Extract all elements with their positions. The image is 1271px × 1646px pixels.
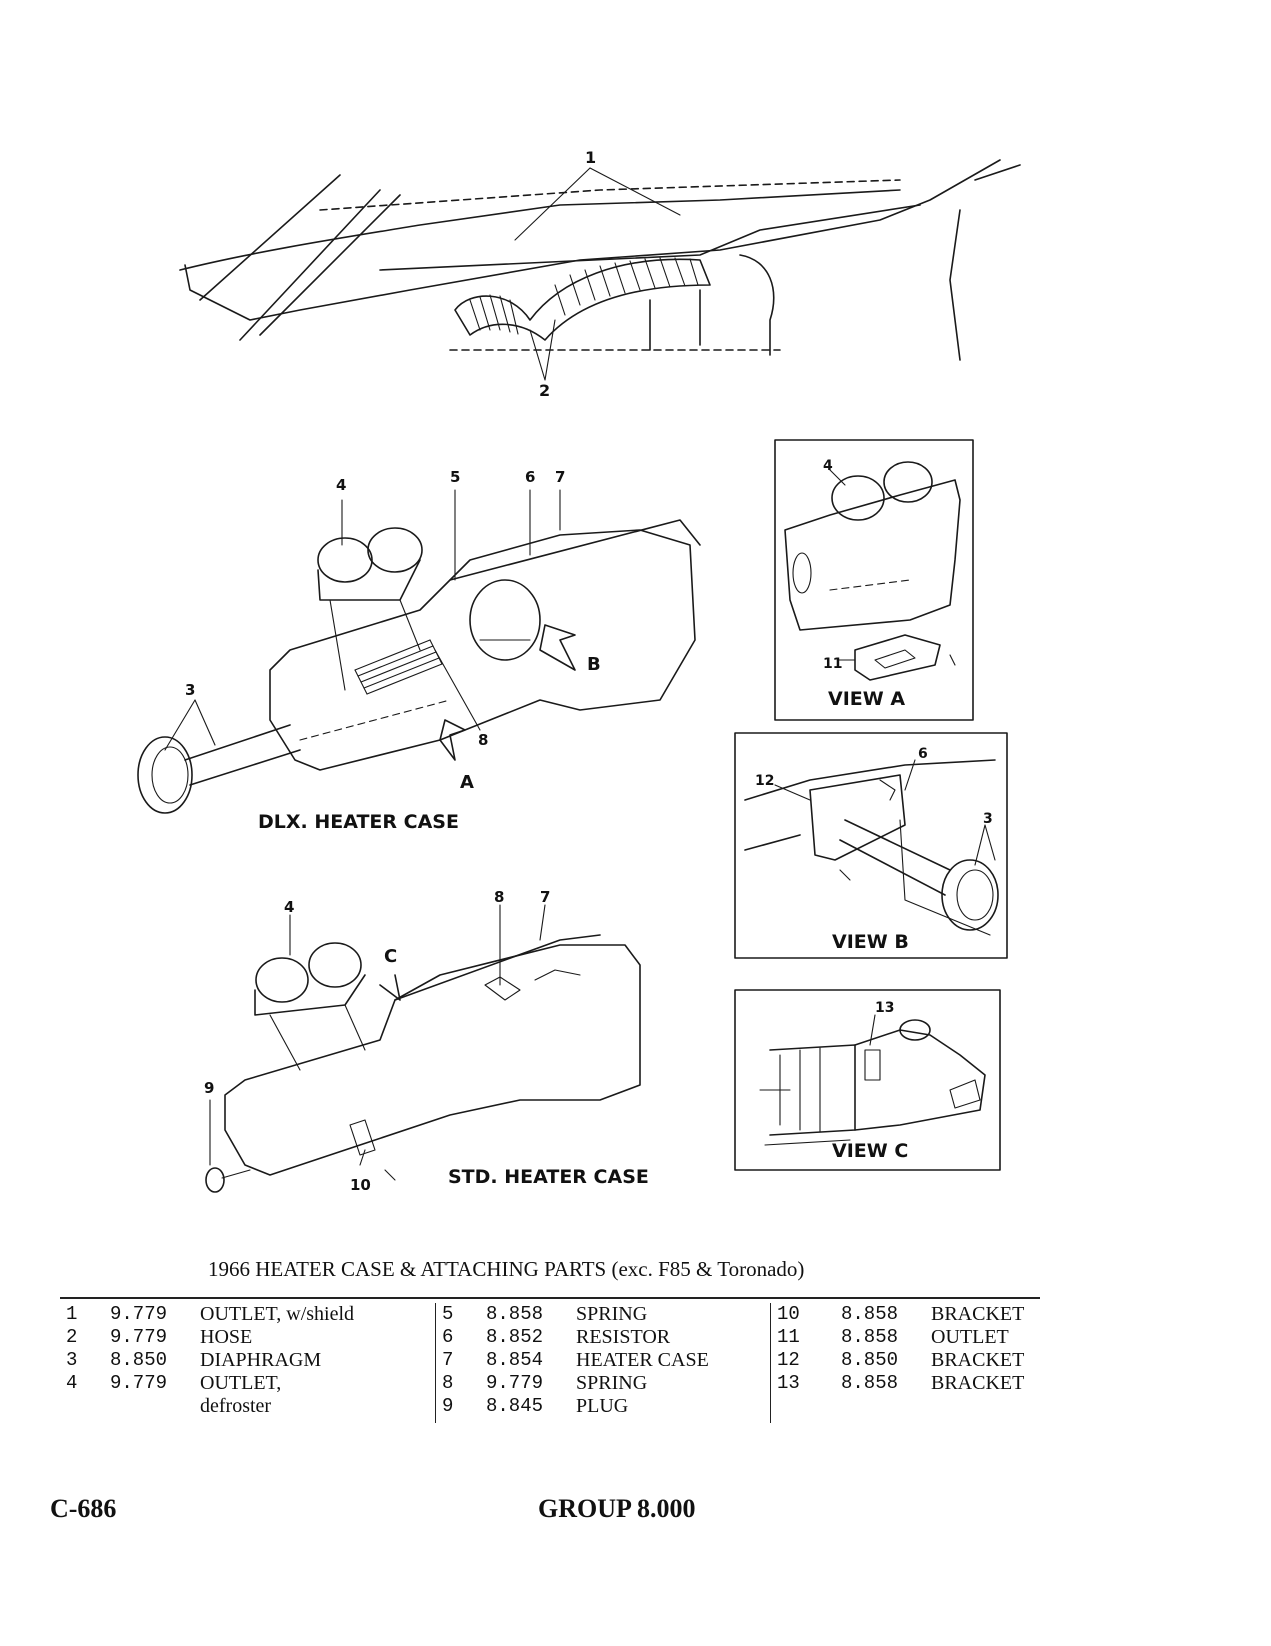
part-description: defroster [200, 1395, 272, 1417]
part-code: 9.779 [110, 1303, 168, 1325]
view-b-frame [734, 732, 1008, 959]
part-number: 4 [66, 1372, 78, 1394]
part-description: OUTLET, [200, 1372, 282, 1394]
part-description: SPRING [576, 1372, 648, 1394]
callout-a-dlx: A [460, 772, 474, 793]
part-number: 9 [442, 1395, 454, 1417]
part-code: 8.858 [486, 1303, 544, 1325]
parts-row: 8 9.779 SPRING [436, 1372, 766, 1395]
view-a-drawing [784, 461, 961, 681]
view-c-frame [734, 989, 1001, 1171]
part-description: SPRING [576, 1303, 648, 1325]
callout-6-view-b: 6 [918, 746, 928, 762]
part-description: HEATER CASE [576, 1349, 709, 1371]
view-c-drawing [759, 1014, 986, 1146]
callout-2-top: 2 [539, 381, 550, 400]
view-a-caption: VIEW A [828, 688, 905, 710]
part-description: DIAPHRAGM [200, 1349, 322, 1371]
callout-6-dlx: 6 [525, 468, 535, 486]
parts-row: 13 8.858 BRACKET [771, 1372, 1041, 1395]
callout-10-std: 10 [350, 1176, 371, 1194]
callout-b-dlx: B [587, 654, 601, 675]
part-description: HOSE [200, 1326, 253, 1348]
part-code: 8.850 [110, 1349, 168, 1371]
part-code: 8.852 [486, 1326, 544, 1348]
parts-row: 10 8.858 BRACKET [771, 1303, 1041, 1326]
parts-row: 4 9.779 OUTLET, [60, 1372, 420, 1395]
part-code: 9.779 [110, 1326, 168, 1348]
part-code: 8.845 [486, 1395, 544, 1417]
callout-4-dlx: 4 [336, 476, 346, 494]
parts-row: 2 9.779 HOSE [60, 1326, 420, 1349]
part-description: BRACKET [931, 1372, 1025, 1394]
part-number: 1 [66, 1303, 78, 1325]
part-code: 8.858 [841, 1303, 899, 1325]
callout-8-std: 8 [494, 888, 504, 906]
view-b-drawing [744, 759, 999, 936]
part-description: OUTLET, w/shield [200, 1303, 355, 1325]
callout-c-std: C [384, 946, 397, 967]
part-code: 9.779 [110, 1372, 168, 1394]
part-description: RESISTOR [576, 1326, 671, 1348]
dashboard-hose-drawing [179, 159, 1021, 381]
parts-row: 1 9.779 OUTLET, w/shield [60, 1303, 420, 1326]
view-a-frame [774, 439, 974, 721]
view-c-caption: VIEW C [832, 1140, 908, 1162]
callout-11-view-a: 11 [823, 656, 842, 672]
callout-3-dlx: 3 [185, 681, 195, 699]
part-number: 10 [777, 1303, 800, 1325]
parts-row: 12 8.850 BRACKET [771, 1349, 1041, 1372]
parts-row: 3 8.850 DIAPHRAGM [60, 1349, 420, 1372]
dlx-heater-case-caption: DLX. HEATER CASE [258, 811, 459, 833]
group-label: GROUP 8.000 [538, 1494, 696, 1523]
part-description: BRACKET [931, 1303, 1025, 1325]
part-number: 8 [442, 1372, 454, 1394]
part-number: 13 [777, 1372, 800, 1394]
parts-row: 11 8.858 OUTLET [771, 1326, 1041, 1349]
callout-13-view-c: 13 [875, 1000, 894, 1016]
page-number: C-686 [50, 1494, 117, 1523]
std-heater-case-drawing [205, 904, 641, 1193]
part-number: 6 [442, 1326, 454, 1348]
callout-4-view-a: 4 [823, 458, 833, 474]
part-description: OUTLET [931, 1326, 1009, 1348]
part-description: BRACKET [931, 1349, 1025, 1371]
part-code: 8.858 [841, 1326, 899, 1348]
part-code: 8.854 [486, 1349, 544, 1371]
callout-3-view-b: 3 [983, 811, 993, 827]
callout-8-dlx: 8 [478, 731, 488, 749]
dlx-heater-case-drawing [137, 489, 701, 814]
callout-9-std: 9 [204, 1079, 214, 1097]
callout-7-std: 7 [540, 888, 550, 906]
part-number: 7 [442, 1349, 454, 1371]
callout-4-std: 4 [284, 898, 294, 916]
std-heater-case-caption: STD. HEATER CASE [448, 1166, 649, 1188]
part-description: PLUG [576, 1395, 629, 1417]
part-code: 9.779 [486, 1372, 544, 1394]
part-number: 11 [777, 1326, 800, 1348]
parts-row: defroster [60, 1395, 420, 1418]
callout-5-dlx: 5 [450, 468, 460, 486]
part-code: 8.850 [841, 1349, 899, 1371]
parts-row: 5 8.858 SPRING [436, 1303, 766, 1326]
part-number: 2 [66, 1326, 78, 1348]
callout-12-view-b: 12 [755, 773, 774, 789]
part-number: 5 [442, 1303, 454, 1325]
callout-1-top: 1 [585, 148, 596, 167]
parts-row: 9 8.845 PLUG [436, 1395, 766, 1418]
diagram-title: 1966 HEATER CASE & ATTACHING PARTS (exc.… [208, 1257, 805, 1281]
parts-row: 7 8.854 HEATER CASE [436, 1349, 766, 1372]
callout-7-dlx: 7 [555, 468, 565, 486]
view-b-caption: VIEW B [832, 931, 909, 953]
part-number: 3 [66, 1349, 78, 1371]
parts-row: 6 8.852 RESISTOR [436, 1326, 766, 1349]
part-number: 12 [777, 1349, 800, 1371]
part-code: 8.858 [841, 1372, 899, 1394]
